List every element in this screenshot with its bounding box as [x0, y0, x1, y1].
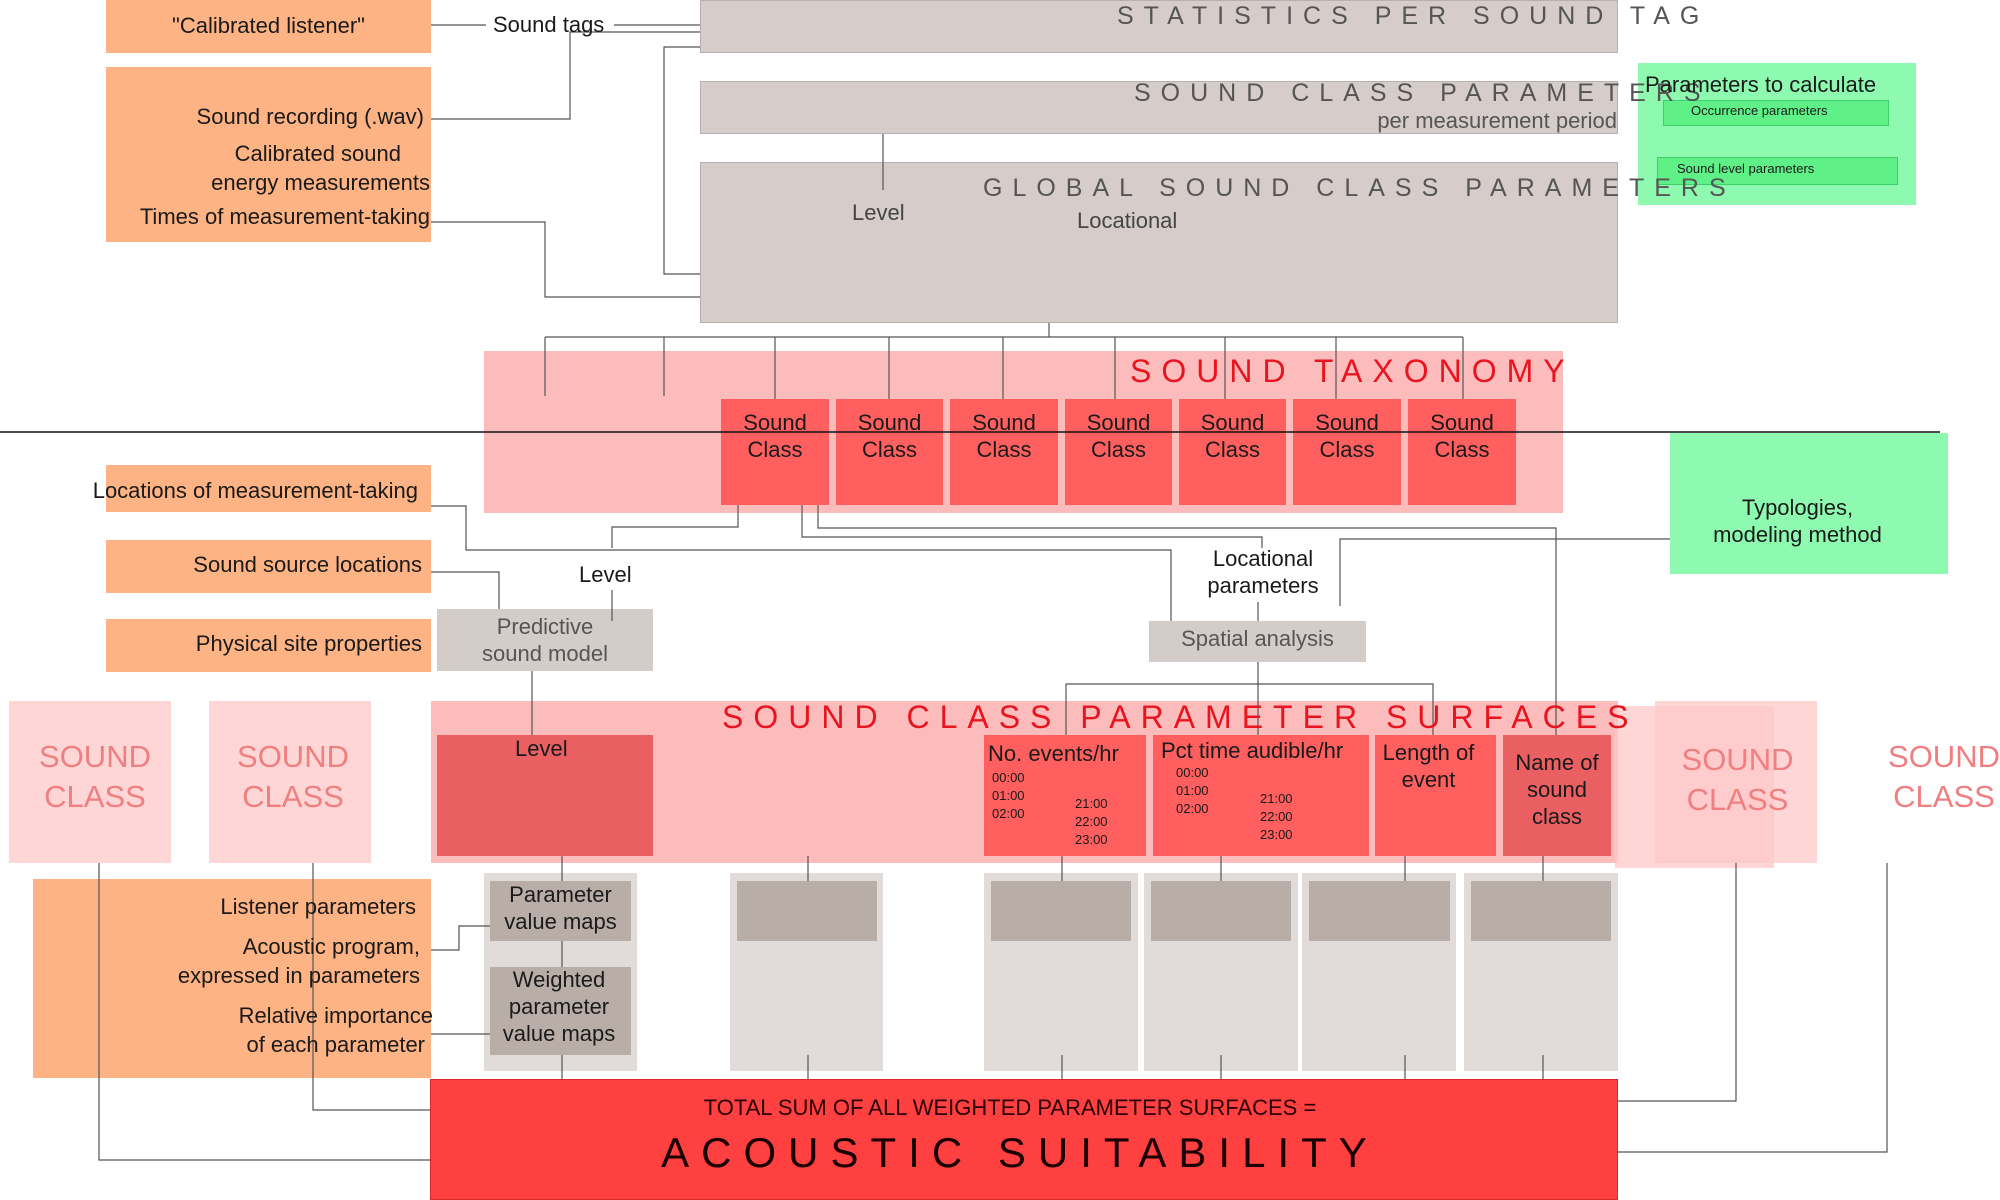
occurrence-parameters-box — [1663, 100, 1889, 126]
listener-parameters-label: Listener parameters — [220, 894, 416, 919]
events-per-hour-title: No. events/hr — [988, 741, 1119, 766]
statistics-per-sound-tag-title: STATISTICS PER SOUND TAG — [1117, 2, 1710, 30]
sound-source-locations-box — [106, 540, 431, 593]
global-locational-label: Locational — [1077, 208, 1178, 233]
calibrated-sound-label-2: energy measurements — [211, 170, 430, 195]
ghost-sound-class-4 — [1615, 706, 1774, 868]
occurrence-parameters-label: Occurrence parameters — [1691, 103, 1828, 118]
typologies-box — [1670, 433, 1948, 574]
global-sound-class-parameters-box — [700, 162, 1618, 323]
relative-importance-label-1: Relative importance — [238, 1003, 433, 1028]
spatial-analysis-label: Spatial analysis — [1181, 626, 1334, 651]
physical-site-properties-label: Physical site properties — [195, 631, 422, 656]
parameters-to-calculate-title: Parameters to calculate — [1645, 72, 1877, 97]
level-surface-label: Level — [515, 736, 568, 761]
sound-tags-label: Sound tags — [493, 12, 605, 37]
acoustic-program-label-2: expressed in parameters — [177, 963, 420, 988]
level-to-model-label: Level — [579, 562, 632, 587]
maps-column-6-map — [1471, 881, 1611, 941]
per-measurement-period-label: per measurement period — [1377, 108, 1617, 133]
sound-class-box-6[interactable] — [1293, 399, 1401, 505]
maps-column-5-map — [1309, 881, 1450, 941]
recording-inputs-box — [106, 67, 431, 242]
sound-recording-label: Sound recording (.wav) — [196, 104, 424, 129]
relative-importance-label-2: of each parameter — [246, 1032, 425, 1057]
acoustic-suitability-title: ACOUSTIC SUITABILITY — [661, 1129, 1379, 1176]
pct-time-audible-box[interactable] — [1153, 735, 1369, 856]
locations-box — [106, 465, 431, 512]
times-of-measurement-label: Times of measurement-taking — [139, 204, 430, 229]
ghost-sound-class-1 — [9, 701, 171, 863]
maps-column-4-map — [1151, 881, 1291, 941]
sound-level-parameters-box — [1657, 157, 1898, 185]
weighted-parameter-value-maps-box — [490, 967, 631, 1055]
calibrated-listener-box — [106, 0, 431, 53]
calibrated-sound-label-1: Calibrated sound — [234, 141, 401, 166]
sound-class-box-1[interactable] — [721, 399, 829, 505]
parameter-surfaces-title: SOUND CLASS PARAMETER SURFACES — [722, 699, 1639, 735]
ghost-sound-class-2 — [209, 701, 371, 863]
events-per-hour-box[interactable] — [984, 735, 1146, 856]
sound-class-box-5[interactable] — [1179, 399, 1286, 505]
statistics-per-sound-tag-box — [700, 0, 1618, 53]
total-sum-label: TOTAL SUM OF ALL WEIGHTED PARAMETER SURF… — [703, 1095, 1317, 1120]
length-of-event-box[interactable] — [1375, 735, 1496, 856]
sound-class-box-2[interactable] — [836, 399, 943, 505]
global-sound-class-parameters-title: GLOBAL SOUND CLASS PARAMETERS — [983, 174, 1736, 202]
sound-class-parameters-title: SOUND CLASS PARAMETERS — [1134, 79, 1711, 107]
sound-taxonomy-title: SOUND TAXONOMY — [1130, 353, 1575, 389]
acoustic-suitability-box — [430, 1079, 1618, 1200]
sound-class-parameters-box — [700, 81, 1618, 134]
maps-column-2-map — [737, 881, 877, 941]
name-of-sound-class-box[interactable] — [1503, 735, 1611, 856]
calibrated-listener-label: "Calibrated listener" — [172, 13, 365, 38]
sound-source-locations-label: Sound source locations — [193, 552, 422, 577]
pct-time-audible-title: Pct time audible/hr — [1161, 738, 1344, 763]
level-surface-box[interactable] — [437, 735, 653, 856]
typologies-label: Typologies,modeling method — [1713, 495, 1882, 547]
sound-class-box-3[interactable] — [950, 399, 1058, 505]
sound-level-parameters-label: Sound level parameters — [1677, 161, 1815, 176]
global-level-label: Level — [852, 200, 905, 225]
maps-column-3-map — [991, 881, 1131, 941]
sound-class-box-4[interactable] — [1065, 399, 1172, 505]
locations-label: Locations of measurement-taking — [92, 478, 418, 503]
sound-class-box-7[interactable] — [1408, 399, 1516, 505]
acoustic-program-label-1: Acoustic program, — [242, 934, 420, 959]
physical-site-properties-box — [106, 619, 431, 672]
parameter-value-maps-box — [490, 881, 631, 941]
